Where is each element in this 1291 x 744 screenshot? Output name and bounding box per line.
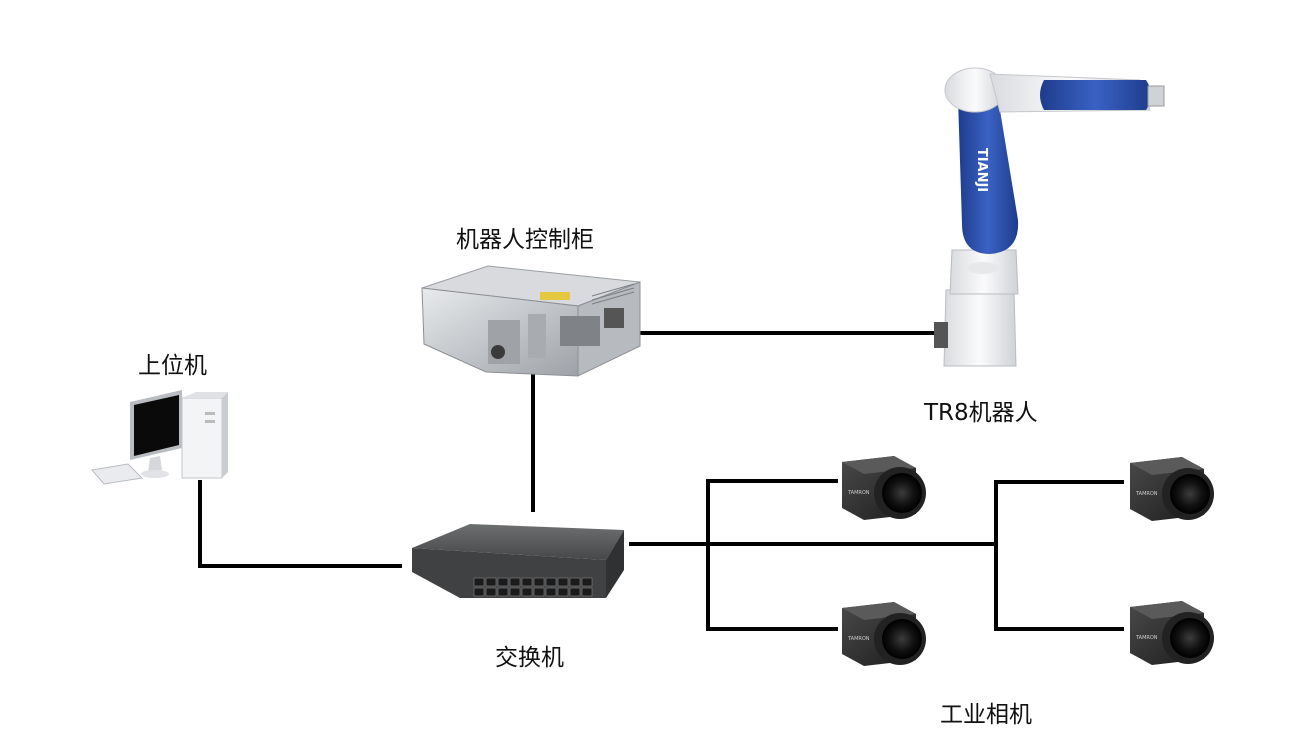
network-switch-icon	[412, 524, 624, 598]
controller-label: 机器人控制柜	[456, 227, 594, 253]
camera-brand-text: TAMRON	[847, 490, 870, 496]
controller-icon	[421, 265, 641, 377]
camera-brand-text: TAMRON	[847, 636, 870, 642]
pc-label: 上位机	[138, 353, 207, 379]
industrial-camera-icon: TAMRON TAMRON TAMRON TAMRON	[842, 456, 1214, 666]
connection-lines	[198, 331, 1124, 631]
camera-brand-text: TAMRON	[1135, 491, 1158, 497]
link-right-camera-bus	[994, 480, 1124, 631]
camera-brand-text: TAMRON	[1135, 635, 1158, 641]
link-pc-switch	[198, 480, 402, 568]
robot-label: TR8机器人	[924, 400, 1038, 426]
pc-icon	[91, 390, 228, 485]
cameras-label: 工业相机	[940, 702, 1032, 728]
link-left-camera-bus	[706, 479, 838, 631]
switch-label: 交换机	[495, 645, 564, 671]
robot-arm-icon: TIANJI	[934, 67, 1165, 367]
robot-brand-text: TIANJI	[974, 148, 989, 192]
